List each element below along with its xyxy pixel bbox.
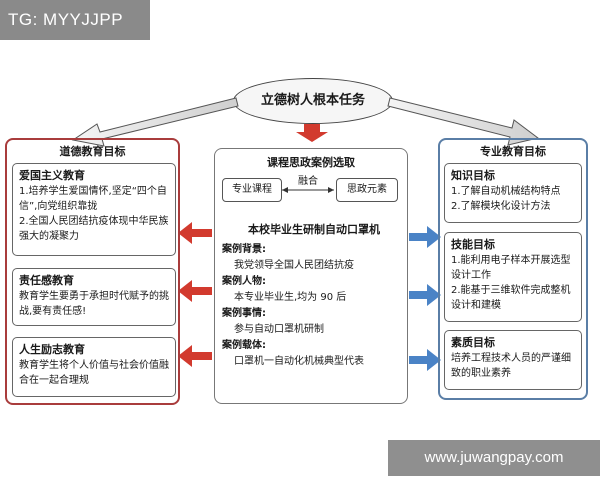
- arrow-right-blue-2: [409, 284, 441, 306]
- arrow-left-red-3: [178, 345, 212, 367]
- merge-label: 融合: [298, 176, 318, 187]
- professional-education-title: 专业教育目标: [480, 145, 546, 158]
- arrow-left-red-1: [178, 222, 212, 244]
- arrow-to-left-panel: [71, 97, 239, 147]
- skill-goal-line-1: 1.能利用电子样本开展选型设计工作: [451, 255, 571, 281]
- skill-goal-line-2: 2.能基于三维软件完成整机设计和建模: [451, 285, 571, 311]
- professional-course-box: 专业课程: [222, 178, 282, 202]
- case-selection-panel: [214, 148, 408, 404]
- patriotism-line-1: 1.培养学生爱国情怀,坚定“四个自信”,向党组织靠拢: [19, 186, 167, 212]
- arrow-to-right-panel: [387, 97, 540, 146]
- responsibility-card-title: 责任感教育: [19, 274, 74, 287]
- arrow-right-blue-3: [409, 349, 441, 371]
- life-inspiration-line-1: 教育学生将个人价值与社会价值融合在一起合理规: [19, 360, 169, 386]
- professional-education-panel: [438, 138, 588, 400]
- skill-goal-title: 技能目标: [451, 238, 495, 251]
- responsibility-line-1: 教育学生要勇于承担时代赋予的挑战,要有责任感!: [19, 291, 169, 317]
- case-person-label: 案例人物:: [222, 276, 266, 287]
- case-background-value: 我党领导全国人民团结抗疫: [234, 260, 354, 271]
- quality-goal-card: 素质目标 培养工程技术人员的严谨细致的职业素养: [444, 330, 582, 390]
- knowledge-goal-title: 知识目标: [451, 169, 495, 182]
- case-title: 本校毕业生研制自动口罩机: [248, 223, 380, 236]
- knowledge-goal-line-1: 1.了解自动机械结构特点: [451, 186, 561, 197]
- responsibility-card: 责任感教育 教育学生要勇于承担时代赋予的挑战,要有责任感!: [12, 268, 176, 326]
- merge-arrowhead-left: [282, 187, 288, 193]
- arrow-right-blue-1: [409, 226, 441, 248]
- quality-goal-title: 素质目标: [451, 336, 495, 349]
- patriotism-card: 爱国主义教育 1.培养学生爱国情怀,坚定“四个自信”,向党组织靠拢 2.全国人民…: [12, 163, 176, 256]
- ideological-element-box: 思政元素: [336, 178, 398, 202]
- patriotism-line-2: 2.全国人民团结抗疫体现中华民族强大的凝聚力: [19, 216, 169, 242]
- life-inspiration-card-title: 人生励志教育: [19, 343, 85, 356]
- arrow-down-red: [296, 124, 328, 142]
- case-carrier-label: 案例载体:: [222, 340, 266, 351]
- patriotism-card-title: 爱国主义教育: [19, 169, 85, 182]
- quality-goal-line-1: 培养工程技术人员的严谨细致的职业素养: [451, 353, 571, 379]
- center-goal-ellipse: 立德树人根本任务: [233, 78, 393, 124]
- case-selection-title: 课程思政案例选取: [267, 156, 355, 169]
- moral-education-title: 道德教育目标: [59, 145, 126, 158]
- arrow-left-red-2: [178, 280, 212, 302]
- case-content: 本校毕业生研制自动口罩机 案例背景: 我党领导全国人民团结抗疫 案例人物: 本专…: [222, 222, 406, 370]
- merge-arrowhead-right: [328, 187, 334, 193]
- knowledge-goal-card: 知识目标 1.了解自动机械结构特点 2.了解模块化设计方法: [444, 163, 582, 223]
- life-inspiration-card: 人生励志教育 教育学生将个人价值与社会价值融合在一起合理规: [12, 337, 176, 397]
- case-person-value: 本专业毕业生,均为 90 后: [234, 292, 347, 303]
- case-event-label: 案例事情:: [222, 308, 266, 319]
- skill-goal-card: 技能目标 1.能利用电子样本开展选型设计工作 2.能基于三维软件完成整机设计和建…: [444, 232, 582, 322]
- watermark-top: TG: MYYJJPP: [0, 0, 150, 40]
- case-event-value: 参与自动口罩机研制: [234, 324, 324, 335]
- watermark-bottom: www.juwangpay.com: [388, 440, 600, 476]
- knowledge-goal-line-2: 2.了解模块化设计方法: [451, 201, 551, 212]
- moral-education-panel: [5, 138, 180, 405]
- case-background-label: 案例背景:: [222, 244, 266, 255]
- case-carrier-value: 口罩机一自动化机械典型代表: [234, 356, 364, 367]
